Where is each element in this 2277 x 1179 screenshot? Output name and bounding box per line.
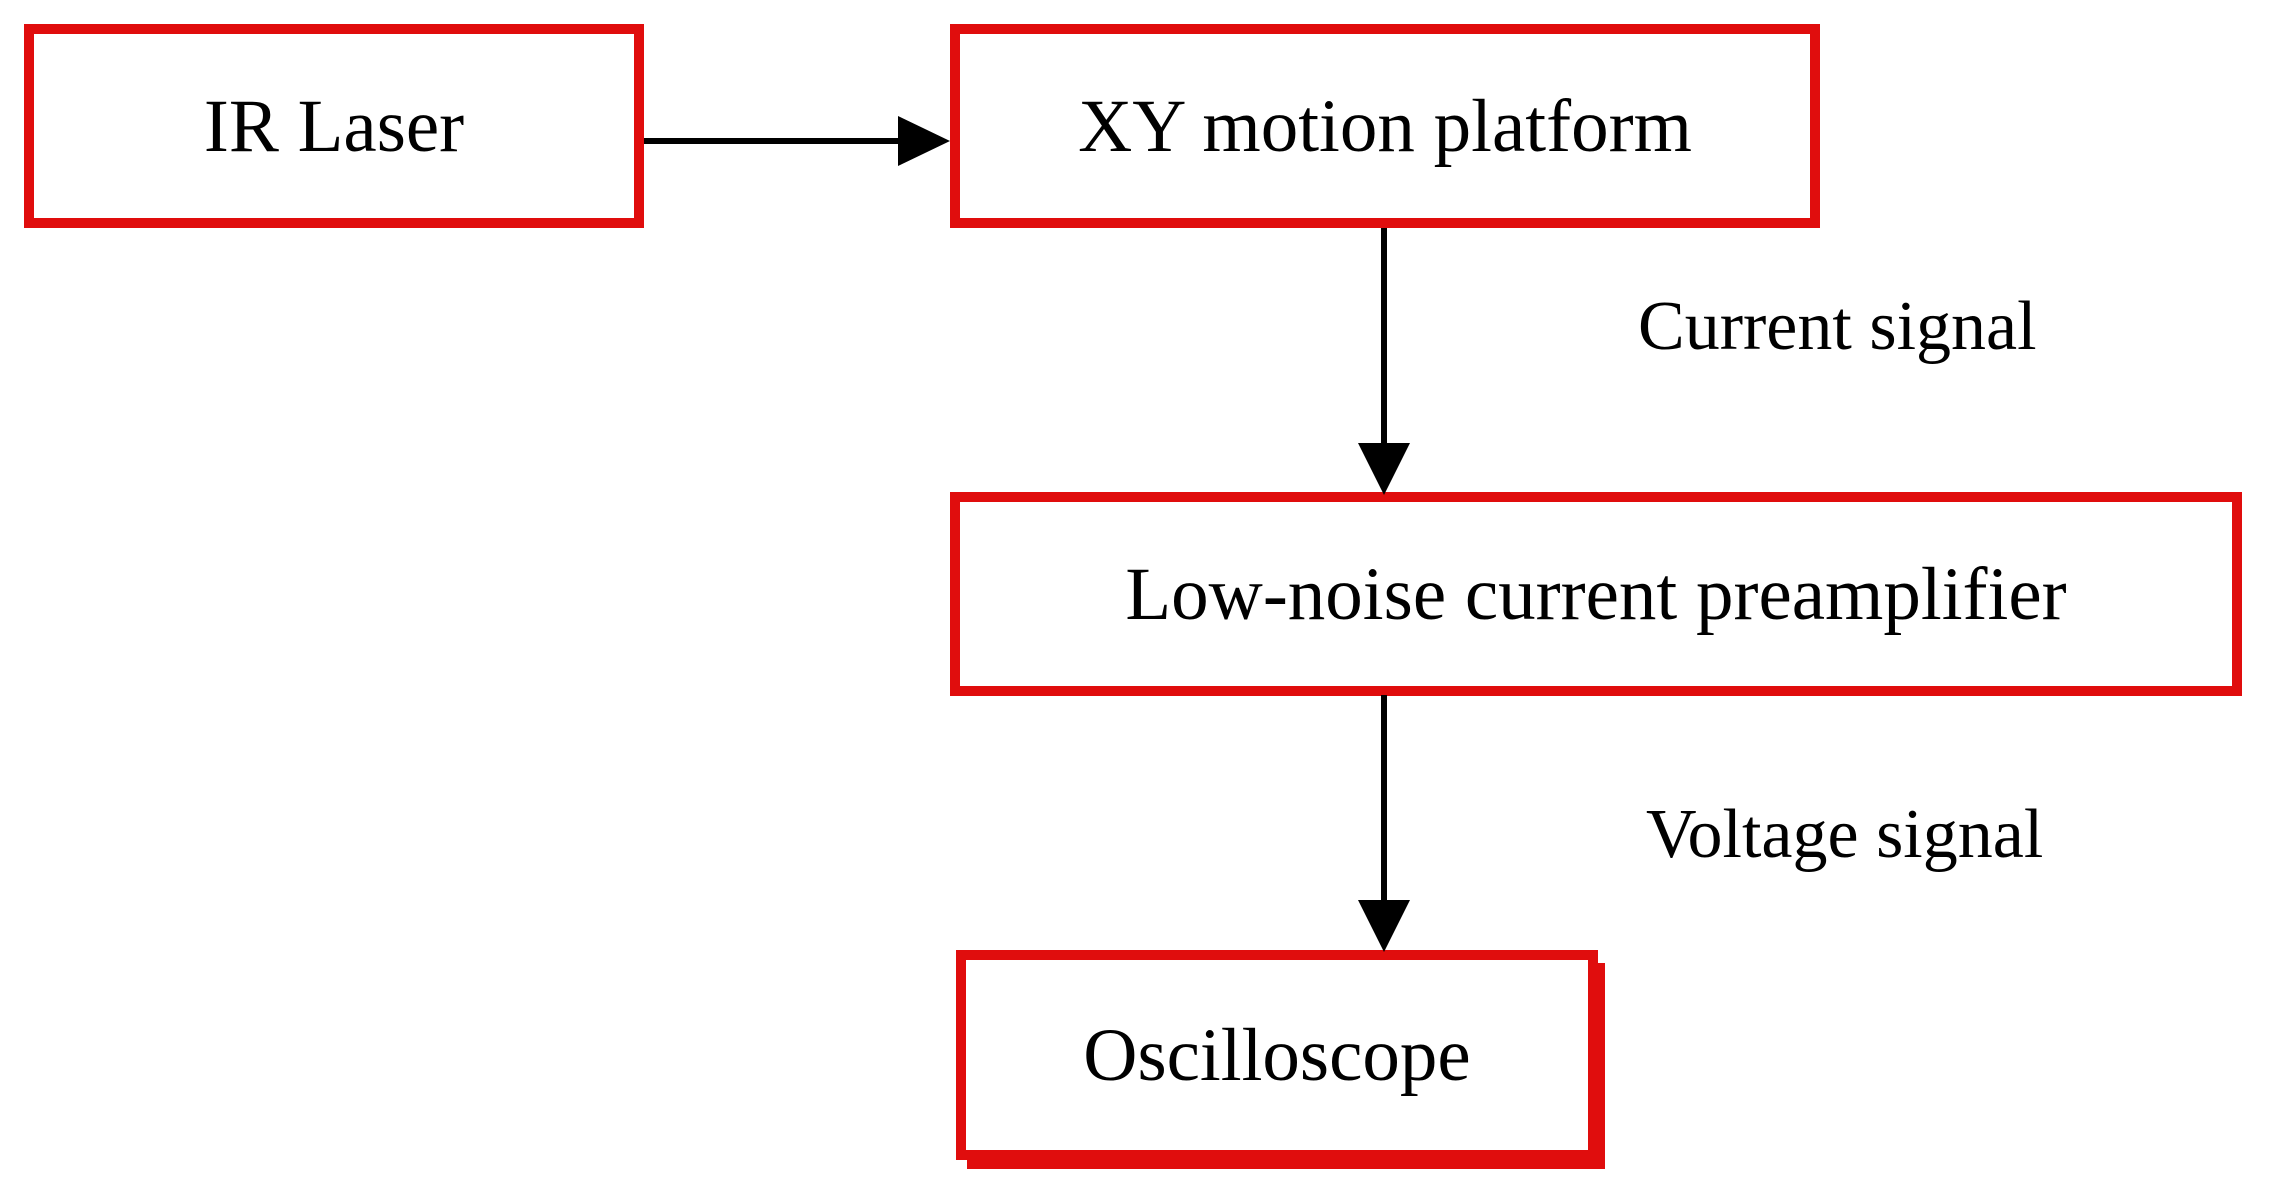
node-low-noise-current-preamplifier: Low-noise current preamplifier [950,492,2242,696]
node-xy-motion-platform-label: XY motion platform [1078,84,1692,168]
node-low-noise-current-preamplifier-label: Low-noise current preamplifier [1125,552,2067,636]
arrowhead-down-icon [1358,900,1410,952]
edge-label-current-signal: Current signal [1638,288,2037,365]
arrow-ir-laser-to-xy-platform [644,138,902,144]
node-ir-laser: IR Laser [24,24,644,228]
arrowhead-right-icon [898,116,950,166]
node-ir-laser-label: IR Laser [203,84,465,168]
arrowhead-down-icon [1358,443,1410,495]
node-xy-motion-platform: XY motion platform [950,24,1820,228]
node-oscilloscope-label: Oscilloscope [1083,1013,1471,1097]
node-oscilloscope: Oscilloscope [956,950,1598,1160]
arrow-preamp-to-oscilloscope [1381,695,1387,903]
arrow-xy-platform-to-preamp [1381,228,1387,446]
edge-label-voltage-signal: Voltage signal [1646,796,2044,873]
